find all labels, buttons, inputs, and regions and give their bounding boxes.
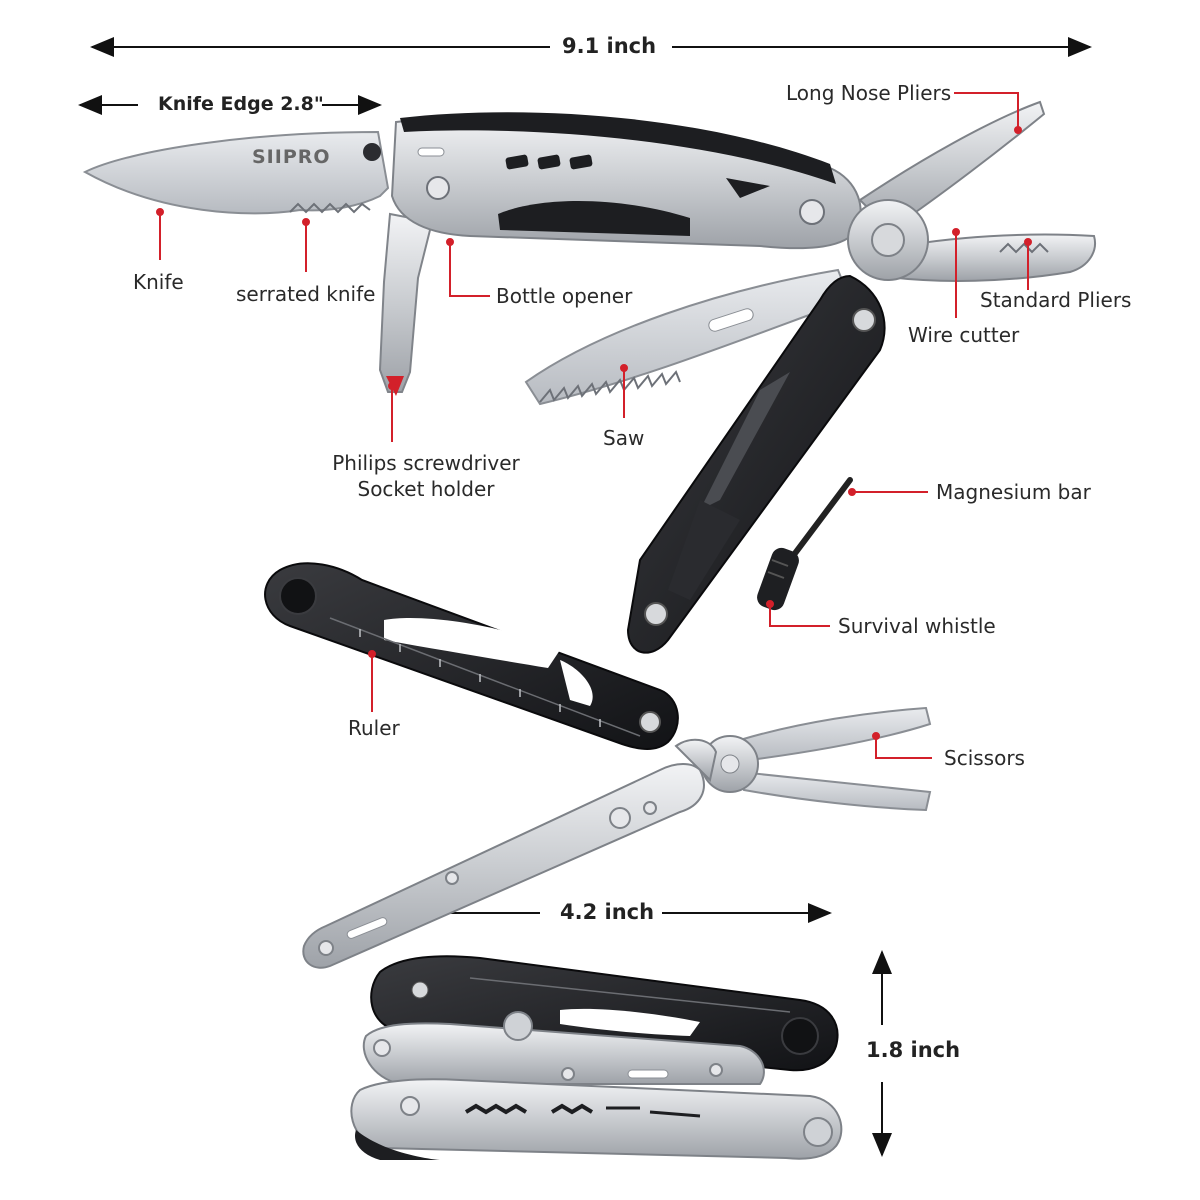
lower-scissor-handle: [302, 763, 705, 969]
label-magnesium-bar: Magnesium bar: [936, 480, 1091, 504]
label-screwdriver: Philips screwdriver Socket holder: [316, 450, 536, 502]
callout-line-saw: [620, 364, 628, 418]
upper-handle: [390, 112, 862, 250]
survival-whistle: [757, 547, 799, 611]
callout-line-knife: [156, 208, 164, 260]
brand-logo: SIIPRO: [252, 146, 331, 168]
callout-line-whistle: [766, 600, 830, 627]
callout-lines: [156, 92, 1032, 759]
magnesium-bar: [787, 477, 853, 563]
label-screwdriver-line1: Philips screwdriver: [332, 451, 520, 475]
callout-line-bottle: [446, 238, 490, 297]
label-long-nose-pliers: Long Nose Pliers: [786, 81, 952, 105]
callout-line-standard: [1024, 238, 1032, 290]
label-ruler: Ruler: [348, 716, 400, 740]
label-standard-pliers: Standard Pliers: [980, 288, 1132, 312]
callout-line-screwdriver: [388, 382, 396, 442]
callout-line-scissors: [872, 732, 932, 759]
callout-line-magnesium: [848, 488, 928, 496]
knife-blade: [82, 130, 390, 215]
label-saw: Saw: [603, 426, 645, 450]
knife-edge-label: Knife Edge 2.8": [158, 93, 324, 115]
label-screwdriver-line2: Socket holder: [357, 477, 495, 501]
ruler-handle: [264, 562, 679, 750]
label-scissors: Scissors: [944, 746, 1025, 770]
closed-length-label: 4.2 inch: [560, 900, 655, 924]
closed-multitool: [350, 955, 843, 1160]
callout-line-serrated: [302, 218, 310, 272]
long-nose-pliers: [847, 100, 1096, 282]
callout-line-ruler: [368, 650, 376, 712]
callout-line-long-nose: [954, 92, 1022, 134]
label-bottle-opener: Bottle opener: [496, 284, 633, 308]
callout-line-wire: [952, 228, 960, 318]
label-survival-whistle: Survival whistle: [838, 614, 996, 638]
closed-height-label: 1.8 inch: [866, 1038, 961, 1062]
label-knife: Knife: [133, 270, 184, 294]
label-serrated-knife: serrated knife: [236, 282, 376, 306]
screwdriver-tool: [378, 212, 434, 396]
label-wire-cutter: Wire cutter: [908, 323, 1020, 347]
dark-handle: [626, 274, 886, 654]
overall-length-label: 9.1 inch: [562, 34, 657, 58]
scissors: [674, 706, 932, 812]
